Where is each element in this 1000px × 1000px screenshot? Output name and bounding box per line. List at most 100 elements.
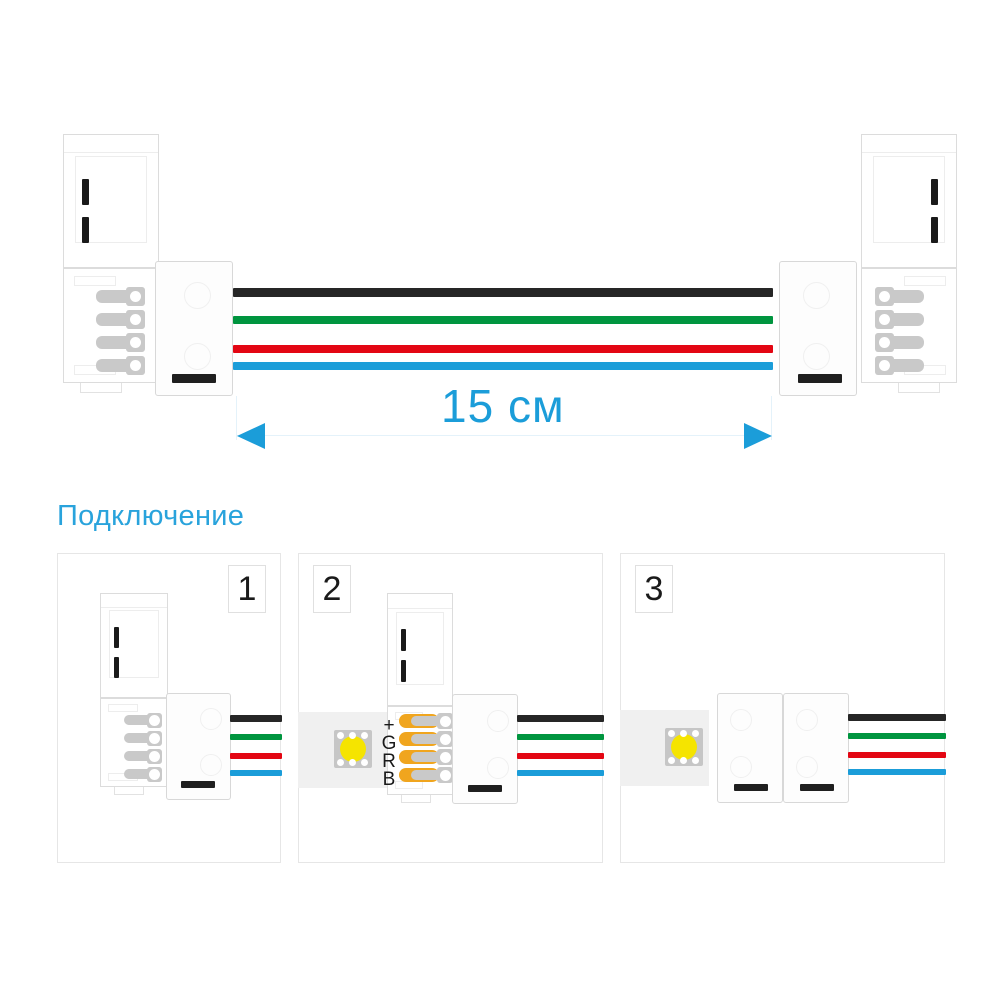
p1-rivet-2 — [147, 731, 162, 746]
dimension-tick-right — [771, 396, 772, 440]
led-pad — [361, 759, 368, 766]
dimension-tick-left — [236, 396, 237, 440]
left-base-tab — [80, 383, 122, 393]
led-pad — [337, 759, 344, 766]
step-panel-2: 2 + G — [298, 553, 604, 863]
right-rivet-2 — [875, 310, 894, 329]
p2-rivet-4 — [437, 767, 453, 783]
p3-right-ring-upper — [796, 709, 818, 731]
dimension-line — [236, 435, 772, 436]
p2-plug-ring-lower — [487, 757, 509, 779]
left-rivet-2 — [126, 310, 145, 329]
p2-wire-blue — [517, 770, 604, 776]
base-notch-bottom — [395, 781, 423, 789]
p2-prong-2 — [411, 734, 445, 744]
p2-wire-green — [517, 734, 604, 740]
p1-plug-bar — [181, 781, 215, 788]
p1-prong-4 — [124, 769, 154, 779]
p2-wire-red — [517, 753, 604, 759]
p3-closed-connector-right — [783, 693, 849, 803]
p2-connector-lid — [387, 593, 453, 706]
p2-prong-4 — [411, 770, 445, 780]
p3-left-ring-lower — [730, 756, 752, 778]
wire-red — [233, 345, 773, 353]
p2-plug-ring-upper — [487, 710, 509, 732]
p1-rivet-4 — [147, 767, 162, 782]
right-prong-3 — [884, 336, 924, 349]
p1-wire-red — [230, 753, 282, 759]
wire-blue — [233, 362, 773, 370]
right-plug-bar — [798, 374, 842, 383]
p1-prong-3 — [124, 751, 154, 761]
dimension-arrow-right-icon — [744, 423, 772, 449]
base-notch-top — [74, 276, 116, 286]
lid-slot-upper — [401, 629, 406, 651]
p1-plug-ring-upper — [200, 708, 222, 730]
left-rivet-3 — [126, 333, 145, 352]
p1-base-tab — [114, 787, 144, 795]
right-prong-2 — [884, 313, 924, 326]
p1-wire-black — [230, 715, 282, 722]
lid-seam — [862, 152, 956, 154]
lid-window — [873, 156, 945, 244]
right-connector-lid — [861, 134, 957, 268]
p3-wire-green — [848, 733, 946, 739]
p2-rivet-1 — [437, 713, 453, 729]
p1-plug-body — [166, 693, 231, 800]
right-rivet-4 — [875, 356, 894, 375]
left-rivet-4 — [126, 356, 145, 375]
p2-prong-1 — [411, 716, 445, 726]
lid-slot-upper — [931, 179, 938, 205]
led-pad — [337, 732, 344, 739]
left-plug-bar — [172, 374, 216, 383]
p2-base-tab — [401, 795, 431, 803]
p1-prong-2 — [124, 733, 154, 743]
lid-slot-lower — [401, 660, 406, 682]
p3-closed-connector-left — [717, 693, 783, 803]
left-rivet-1 — [126, 287, 145, 306]
right-prong-1 — [884, 290, 924, 303]
wire-green — [233, 316, 773, 324]
lid-window — [395, 611, 445, 685]
step-badge-3: 3 — [635, 565, 673, 613]
p3-wire-blue — [848, 769, 946, 775]
lid-seam — [64, 152, 158, 154]
dimension-arrow-left-icon — [237, 423, 265, 449]
p3-right-ring-lower — [796, 756, 818, 778]
p1-wire-green — [230, 734, 282, 740]
led-pad — [361, 732, 368, 739]
p2-contact-label-b: B — [382, 769, 396, 790]
left-connector-lid — [63, 134, 159, 268]
p3-led-dome — [671, 734, 697, 760]
step-panel-1: 1 — [57, 553, 282, 863]
p2-contact-label-g: G — [381, 733, 397, 754]
step-badge-1: 1 — [228, 565, 266, 613]
lid-slot-lower — [931, 217, 938, 243]
lid-window — [75, 156, 147, 244]
step-panel-3: 3 — [620, 553, 946, 863]
p2-rivet-3 — [437, 749, 453, 765]
lid-slot-lower — [114, 657, 119, 678]
right-rivet-1 — [875, 287, 894, 306]
base-notch-top — [904, 276, 946, 286]
p3-right-bar — [800, 784, 834, 791]
p3-led-chip — [665, 728, 703, 766]
lid-window — [108, 610, 160, 679]
right-rivet-3 — [875, 333, 894, 352]
p3-left-bar — [734, 784, 768, 791]
p1-prong-1 — [124, 715, 154, 725]
lid-slot-lower — [82, 217, 89, 243]
lid-seam — [388, 608, 452, 610]
base-notch-top — [108, 704, 138, 712]
p2-contact-label-r: R — [382, 751, 396, 772]
section-heading: Подключение — [57, 500, 245, 532]
right-plug-ring-lower — [803, 343, 830, 370]
p2-plug-bar — [468, 785, 502, 792]
left-plug-body — [155, 261, 233, 396]
p1-rivet-1 — [147, 713, 162, 728]
left-plug-ring-lower — [184, 343, 211, 370]
right-prong-4 — [884, 359, 924, 372]
led-pad — [349, 759, 356, 766]
led-pad — [692, 757, 699, 764]
